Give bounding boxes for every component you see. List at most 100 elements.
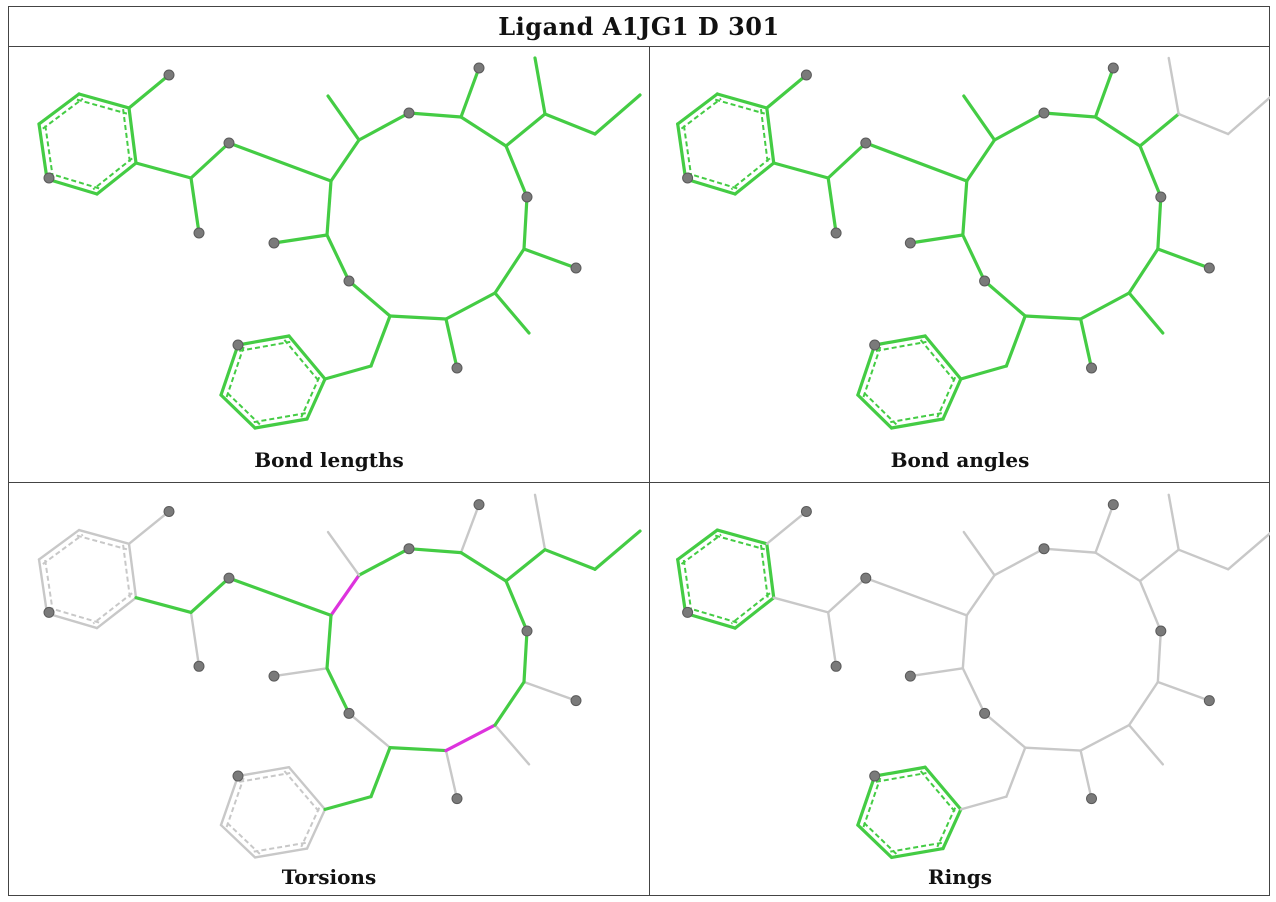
bond-lengths-bond-c7-cm — [189, 176, 201, 235]
bond-lengths-atom-marker — [223, 137, 235, 149]
bond-lengths-bond-r2-r3 — [253, 417, 309, 430]
bond-lengths-bond-c17-c21 — [504, 112, 547, 148]
bond-lengths-aromatic-dash — [253, 412, 306, 424]
bond-angles-bond-o19-c20 — [992, 111, 1046, 142]
bond-lengths-aromatic-dash — [225, 346, 245, 398]
rings-atom-marker — [1155, 625, 1167, 637]
panel-rings: Rings — [650, 483, 1270, 896]
torsions-bond-c10-c11 — [325, 666, 351, 715]
bond-lengths-bond-c25-r1 — [323, 364, 373, 381]
torsions-bond-a1-a2 — [127, 542, 138, 599]
bond-angles-atom-marker — [860, 137, 872, 149]
bond-angles-bond-c7-n8 — [826, 141, 868, 180]
bond-angles-atom-marker — [1086, 362, 1098, 374]
bond-lengths-bond-r6-r1 — [287, 334, 327, 381]
rings-bond-c10-c11 — [961, 667, 986, 715]
molecule-bond-angles — [676, 56, 1270, 430]
torsions-bond-c18-o19 — [407, 547, 463, 555]
bond-angles-bond-c14-c15 — [1127, 247, 1160, 295]
bond-lengths-bond-c15-o15 — [522, 247, 578, 270]
rings-bond-r3-r4 — [856, 823, 894, 859]
molecule-rings — [676, 493, 1270, 859]
torsions-aromatic-dash — [300, 807, 321, 848]
rings-aromatic-dash — [875, 772, 927, 783]
bond-angles-bond-c17-c18 — [1093, 115, 1142, 148]
rings-aromatic-dash — [936, 807, 957, 848]
bond-lengths-bond-a2-c7 — [134, 161, 193, 180]
rings-bond-n8-c9 — [864, 576, 968, 617]
rings-bond-c15-o15 — [1156, 680, 1211, 702]
bond-lengths-atom-marker — [343, 275, 355, 287]
bond-angles-bond-a5-a6 — [676, 92, 719, 126]
rings-aromatic-dash — [861, 820, 898, 855]
torsions-bond-c17-c18 — [459, 551, 508, 583]
rings-bond-c15-c16 — [1156, 629, 1163, 684]
torsions-bond-a4-a5 — [37, 558, 49, 615]
bond-lengths-atom-marker — [403, 107, 415, 119]
bond-angles-aromatic-dash — [936, 376, 957, 418]
bond-angles-bond-r2-r3 — [889, 417, 945, 430]
torsions-aromatic-dash — [92, 592, 133, 625]
bond-angles-aromatic-dash — [730, 157, 771, 191]
bond-lengths-aromatic-dash — [42, 97, 84, 130]
bond-lengths-aromatic-dash — [92, 157, 133, 191]
rings-bond-c17-c18 — [1094, 551, 1142, 583]
torsions-bond-c13-c14 — [444, 723, 497, 753]
bond-angles-bond-a1-ho — [765, 73, 808, 110]
rings-bond-a6-a1 — [715, 528, 769, 546]
rings-bond-r2-r3 — [889, 846, 945, 859]
torsions-bond-c15-c16 — [522, 629, 529, 684]
bond-angles-aromatic-dash — [680, 97, 722, 130]
rings-aromatic-dash — [680, 533, 722, 565]
rings-bond-c13-o13 — [1079, 749, 1093, 800]
bond-angles-aromatic-dash — [682, 122, 693, 179]
column-divider — [649, 47, 650, 896]
bond-angles-aromatic-dash — [861, 390, 898, 426]
bond-lengths-bond-n8-c9 — [227, 141, 333, 183]
bond-lengths-bond-c9-c10 — [325, 179, 333, 237]
bond-lengths-bond-c16-c17 — [504, 144, 529, 199]
torsions-bond-c21-c23 — [543, 548, 597, 571]
torsions-aromatic-dash — [225, 777, 245, 828]
torsions-bond-c23-c24 — [593, 529, 642, 571]
torsions-aromatic-dash — [253, 841, 306, 853]
bond-lengths-bond-c7-n8 — [189, 141, 231, 180]
bond-angles-atom-marker — [1203, 262, 1215, 274]
rings-aromatic-dash — [687, 606, 738, 624]
bond-angles-bond-a4-a5 — [676, 122, 688, 181]
bond-angles-bond-a1-a2 — [765, 106, 776, 165]
torsions-bond-n8-c9 — [227, 576, 333, 617]
bond-lengths-bond-c12-c13 — [388, 314, 448, 321]
rings-bond-c12-c13 — [1023, 746, 1082, 752]
bond-angles-atom-marker — [830, 227, 842, 239]
bond-lengths-bond-a4-a5 — [37, 122, 49, 181]
bond-angles-bond-c17-c21 — [1138, 112, 1181, 148]
torsions-bond-c12-c25 — [369, 746, 392, 799]
rings-bond-c7-n8 — [826, 576, 868, 614]
bond-angles-bond-r6-r1 — [923, 334, 963, 381]
panel-bond-angles: Bond angles — [650, 48, 1270, 482]
caption-bond-lengths: Bond lengths — [254, 448, 404, 472]
rings-bond-c21-c23 — [1177, 548, 1230, 571]
torsions-bond-r2-r3 — [253, 847, 309, 859]
bond-angles-aromatic-dash — [714, 98, 766, 115]
bond-angles-bond-c18-o18 — [1093, 66, 1115, 119]
bond-lengths-bond-r3-r4 — [219, 393, 257, 430]
bond-lengths-atom-marker — [163, 69, 175, 81]
bond-angles-bond-c13-o13 — [1079, 317, 1094, 370]
rings-bond-c9-c20 — [965, 573, 996, 617]
rings-bond-r5-r6 — [873, 765, 927, 778]
rings-aromatic-dash — [730, 592, 771, 625]
panel-torsions: Torsions — [9, 483, 649, 896]
rings-aromatic-dash — [682, 558, 693, 613]
torsions-atom-marker — [451, 793, 463, 805]
rings-bond-o19-c20 — [993, 547, 1046, 577]
bond-lengths-bond-c20-c20h — [326, 94, 361, 142]
bond-lengths-bond-c15-c16 — [522, 195, 529, 251]
torsions-atom-marker — [343, 707, 355, 719]
bond-angles-bond-c12-c25 — [1004, 314, 1027, 368]
bond-lengths-aromatic-dash — [283, 339, 322, 384]
rings-atom-marker — [860, 572, 872, 584]
bond-angles-bond-c9-c20 — [965, 138, 997, 183]
bond-lengths-bond-r5-r6 — [236, 334, 291, 347]
